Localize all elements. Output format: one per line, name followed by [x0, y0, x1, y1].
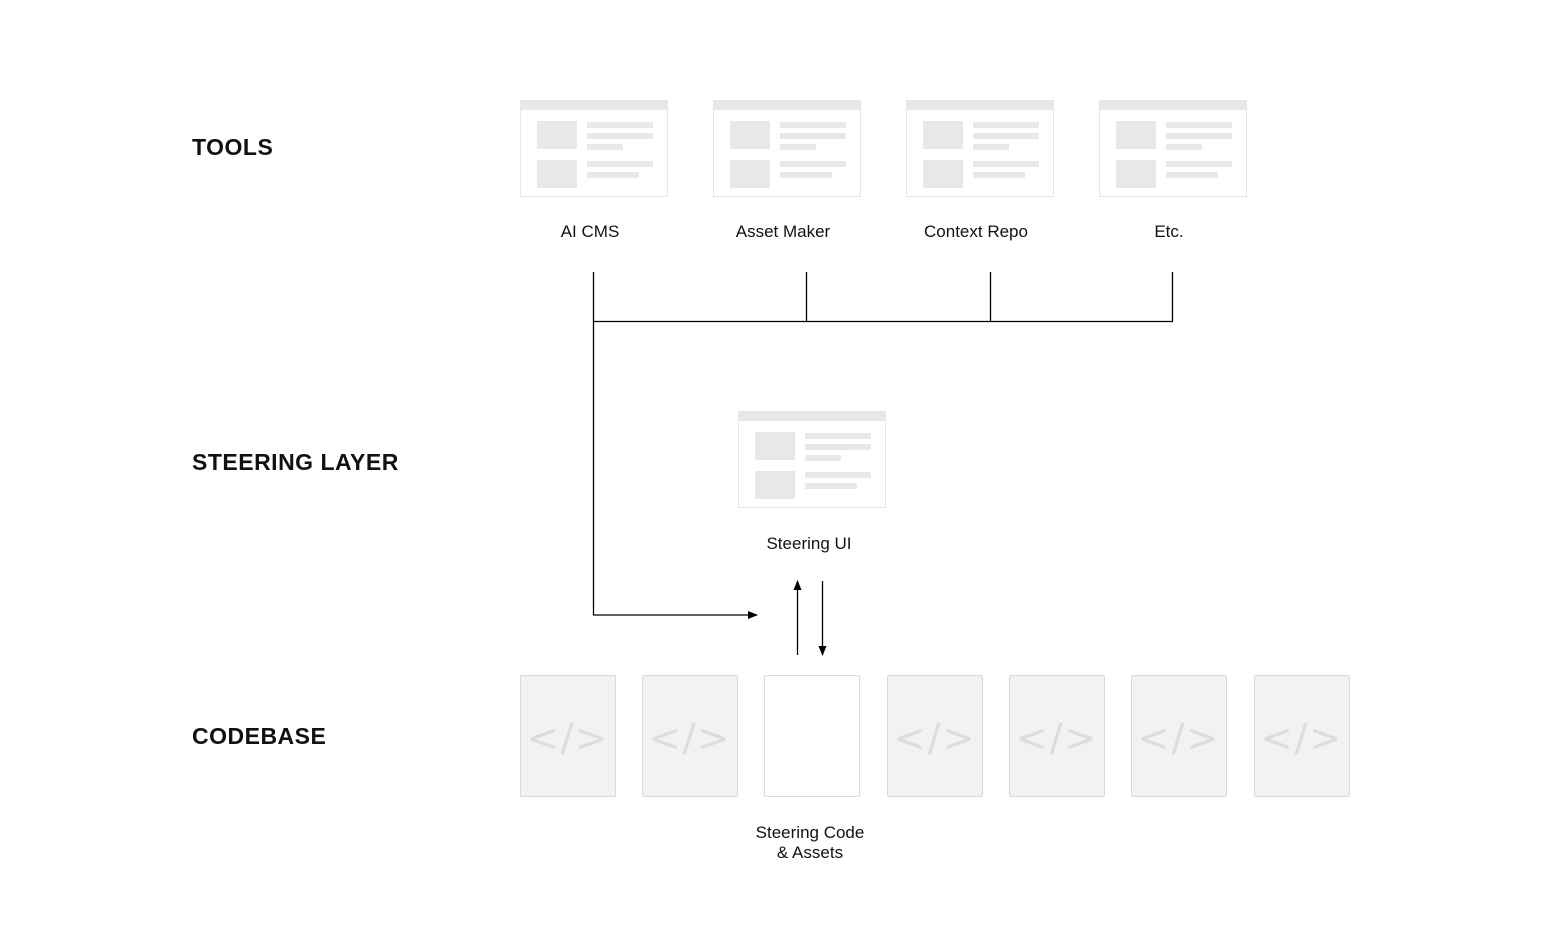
code-icon: </> — [1137, 716, 1221, 760]
placeholder-line — [587, 144, 623, 150]
code-icon: </> — [1260, 716, 1344, 760]
code-file-card: </> — [887, 675, 983, 797]
window-titlebar — [714, 101, 860, 110]
steering-code-caption: Steering Code & Assets — [730, 823, 890, 863]
code-file-card: </> — [1254, 675, 1350, 797]
placeholder-line — [973, 172, 1025, 178]
placeholder-image — [923, 160, 963, 188]
placeholder-line — [587, 133, 653, 139]
placeholder-line — [780, 122, 846, 128]
code-icon: </> — [526, 716, 610, 760]
code-icon: </> — [1015, 716, 1099, 760]
placeholder-line — [780, 172, 832, 178]
placeholder-line — [780, 161, 846, 167]
steering-ui-window — [738, 411, 886, 508]
placeholder-line — [1166, 161, 1232, 167]
placeholder-line — [587, 122, 653, 128]
code-file-card: </> — [1009, 675, 1105, 797]
placeholder-line — [1166, 122, 1232, 128]
tool-label-etc: Etc. — [1154, 222, 1184, 241]
placeholder-image — [923, 121, 963, 149]
placeholder-line — [805, 483, 857, 489]
window-titlebar — [1100, 101, 1246, 110]
tool-window-etc — [1099, 100, 1247, 197]
caption-line-1: Steering Code — [755, 823, 865, 842]
steering-ui-label: Steering UI — [766, 534, 852, 553]
placeholder-line — [805, 444, 871, 450]
tool-label-asset-maker: Asset Maker — [735, 222, 831, 241]
placeholder-line — [587, 161, 653, 167]
placeholder-line — [1166, 133, 1232, 139]
placeholder-image — [537, 121, 577, 149]
placeholder-line — [805, 455, 841, 461]
window-titlebar — [521, 101, 667, 110]
tool-label-context-repo: Context Repo — [924, 222, 1028, 241]
code-file-card: </> — [520, 675, 616, 797]
section-label-tools: TOOLS — [192, 134, 274, 160]
section-label-codebase: CODEBASE — [192, 723, 327, 749]
tool-window-context-repo — [906, 100, 1054, 197]
placeholder-line — [1166, 144, 1202, 150]
section-label-steering-layer: STEERING LAYER — [192, 449, 399, 475]
code-file-card: </> — [1131, 675, 1227, 797]
placeholder-line — [780, 133, 846, 139]
placeholder-line — [805, 433, 871, 439]
placeholder-line — [587, 172, 639, 178]
code-icon: </> — [893, 716, 977, 760]
placeholder-line — [780, 144, 816, 150]
placeholder-line — [1166, 172, 1218, 178]
steering-code-card — [764, 675, 860, 797]
tool-label-ai-cms: AI CMS — [560, 222, 620, 241]
placeholder-image — [755, 471, 795, 499]
code-file-card: </> — [642, 675, 738, 797]
placeholder-line — [805, 472, 871, 478]
placeholder-line — [973, 144, 1009, 150]
placeholder-line — [973, 122, 1039, 128]
placeholder-image — [755, 432, 795, 460]
code-icon: </> — [648, 716, 732, 760]
placeholder-image — [537, 160, 577, 188]
window-titlebar — [907, 101, 1053, 110]
placeholder-image — [730, 160, 770, 188]
caption-line-2: & Assets — [776, 843, 844, 862]
tool-window-asset-maker — [713, 100, 861, 197]
window-titlebar — [739, 412, 885, 421]
placeholder-line — [973, 133, 1039, 139]
placeholder-image — [1116, 121, 1156, 149]
placeholder-image — [1116, 160, 1156, 188]
placeholder-image — [730, 121, 770, 149]
tool-window-ai-cms — [520, 100, 668, 197]
placeholder-line — [973, 161, 1039, 167]
